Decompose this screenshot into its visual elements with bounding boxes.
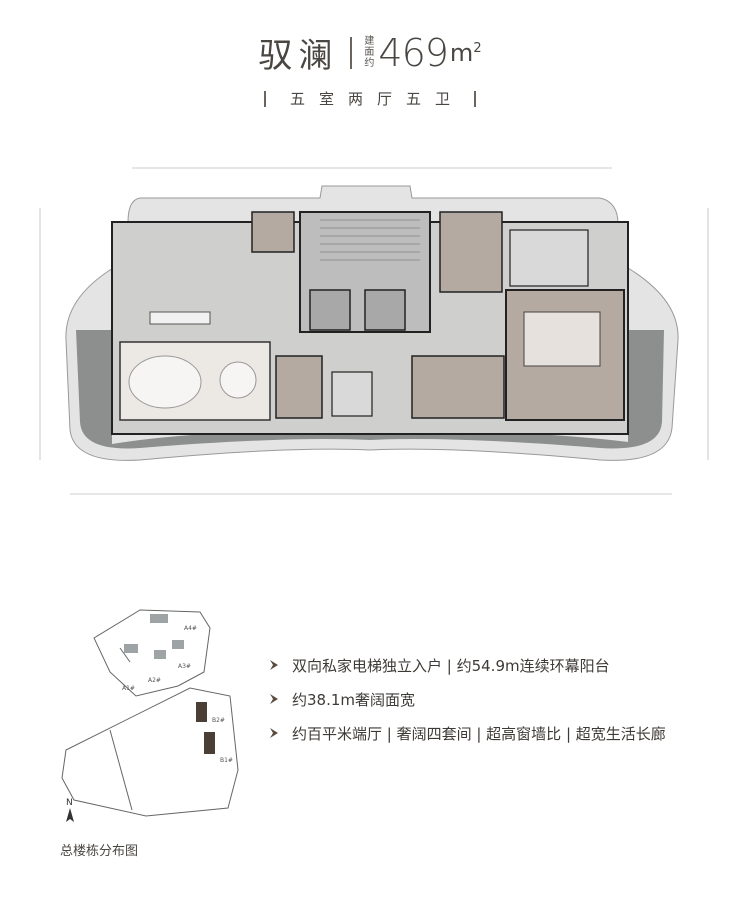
sofa-set [128, 355, 202, 409]
north-label: N [66, 798, 73, 808]
unit-name: 驭澜 [258, 36, 339, 76]
building-b2 [196, 702, 207, 722]
elevator-1 [309, 289, 351, 331]
site-parcel-b [61, 687, 239, 817]
building-b1 [204, 732, 215, 754]
area-prefix-char: 建 [364, 36, 375, 47]
master-bed [523, 311, 601, 367]
room-top-left [251, 211, 295, 253]
kitchen-island [149, 311, 211, 325]
feature-item: 双向私家电梯独立入户 | 约54.9m连续环幕阳台 [268, 648, 738, 682]
site-map-caption: 总楼栋分布图 [60, 844, 139, 859]
site-map: A4# A3# A2# A1# B2# B1# N [61, 609, 239, 822]
area-unit: m2 [450, 39, 482, 67]
label-b1: B1# [220, 757, 233, 764]
north-arrow-icon [66, 808, 74, 822]
feature-item: 约百平米端厅 | 奢阔四套间 | 超高窗墙比 | 超宽生活长廊 [268, 716, 738, 750]
dining-table [219, 361, 257, 399]
bedroom-right [411, 355, 505, 419]
buildings-a [124, 614, 184, 659]
site-parcel-a [93, 609, 211, 697]
title-row: 驭澜 建 面 约 469 m2 [0, 28, 740, 77]
layout-bar-left [263, 90, 266, 107]
room-top-right [439, 211, 503, 293]
diamond-bullet-icon [270, 728, 278, 738]
label-a2: A2# [148, 677, 161, 684]
diamond-bullet-icon [270, 660, 278, 670]
label-a3: A3# [178, 663, 191, 670]
floor-plan [0, 160, 740, 505]
site-line [119, 647, 131, 663]
stair-lines [320, 219, 420, 261]
bathroom-master [509, 229, 589, 287]
floor-plan-drawing [39, 167, 709, 495]
elevator-2 [364, 289, 406, 331]
area-prefix-char: 约 [364, 58, 375, 69]
label-a4: A4# [184, 625, 197, 632]
feature-text: 约百平米端厅 | 奢阔四套间 | 超高窗墙比 | 超宽生活长廊 [292, 724, 666, 743]
area-value: 469 [378, 30, 449, 75]
layout-text: 五室两厅五卫 [289, 90, 464, 108]
area-unit-sup: 2 [473, 40, 482, 56]
diamond-bullet-icon [270, 694, 278, 704]
area-prefix-char: 面 [364, 47, 375, 58]
layout-row: 五室两厅五卫 [0, 88, 740, 109]
feature-text: 双向私家电梯独立入户 | 约54.9m连续环幕阳台 [292, 656, 610, 675]
label-b2: B2# [212, 717, 225, 724]
label-a1: A1# [122, 685, 135, 692]
site-line-b [109, 729, 133, 811]
area-unit-m: m [449, 38, 474, 67]
feature-item: 约38.1m奢阔面宽 [268, 682, 738, 716]
feature-list: 双向私家电梯独立入户 | 约54.9m连续环幕阳台 约38.1m奢阔面宽 约百平… [268, 648, 738, 750]
area-prefix: 建 面 约 [364, 36, 374, 69]
bedroom-left [275, 355, 323, 419]
header: 驭澜 建 面 约 469 m2 五室两厅五卫 [0, 0, 740, 120]
bathroom-mid [331, 371, 373, 417]
feature-text: 约38.1m奢阔面宽 [292, 690, 416, 709]
title-separator [350, 36, 353, 69]
layout-bar-right [474, 90, 476, 107]
